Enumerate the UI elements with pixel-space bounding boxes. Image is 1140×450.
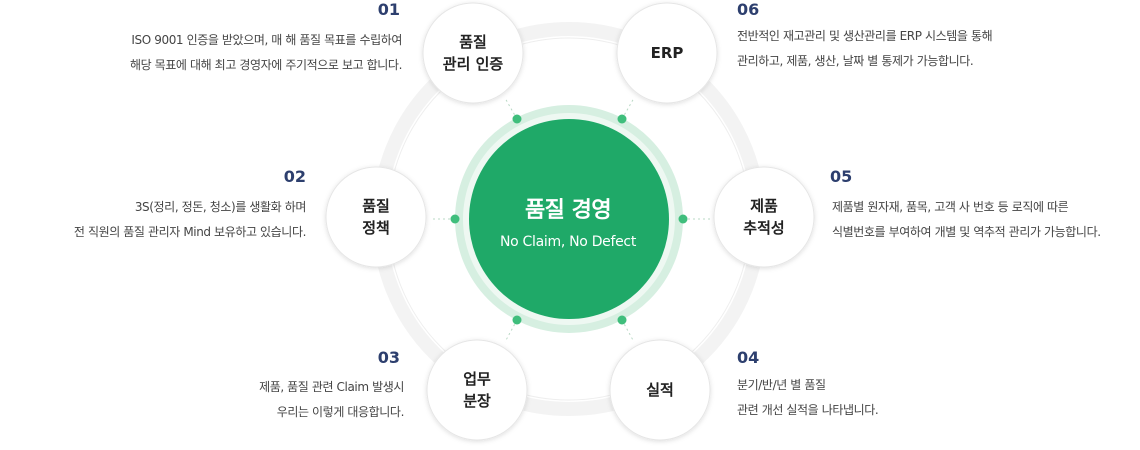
ring-dot-01: [512, 114, 522, 124]
item-desc-04: 분기/반/년 별 품질 관련 개선 실적을 나타냅니다.: [737, 373, 1057, 423]
center-subtitle: No Claim, No Defect: [499, 234, 637, 250]
item-desc-01: ISO 9001 인증을 받았으며, 매 해 품질 목표를 수립하여 해당 목표…: [42, 28, 402, 78]
item-desc-05: 제품별 원자재, 품목, 고객 사 번호 등 로직에 따른 식별번호를 부여하여…: [832, 195, 1138, 245]
center-circle: [469, 119, 669, 319]
ring-dot-02: [450, 214, 460, 224]
item-number-05: 05: [830, 167, 853, 186]
item-desc-06-line1: 전반적인 재고관리 및 생산관리를 ERP 시스템을 통해: [737, 29, 993, 43]
node-label-06: ERP: [650, 44, 684, 62]
item-number-03: 03: [377, 348, 400, 367]
item-desc-02: 3S(정리, 정돈, 청소)를 생활화 하며 전 직원의 품질 관리자 Mind…: [0, 195, 306, 245]
node-label-03: 업무 분장: [463, 370, 491, 410]
item-desc-04-line2: 관련 개선 실적을 나타냅니다.: [737, 403, 879, 417]
connector-lines: [430, 97, 710, 343]
node-label-05: 제품 추적성: [743, 197, 785, 237]
item-desc-03: 제품, 품질 관련 Claim 발생시 우리는 이렇게 대응합니다.: [84, 375, 404, 425]
item-desc-01-line2: 해당 목표에 대해 최고 경영자에 주기적으로 보고 합니다.: [129, 58, 402, 72]
item-number-02: 02: [283, 167, 306, 186]
item-number-04: 04: [737, 348, 760, 367]
item-desc-02-line2: 전 직원의 품질 관리자 Mind 보유하고 있습니다.: [73, 225, 306, 239]
item-desc-05-line1: 제품별 원자재, 품목, 고객 사 번호 등 로직에 따른: [832, 200, 1069, 214]
item-desc-05-line2: 식별번호를 부여하여 개별 및 역추적 관리가 가능합니다.: [832, 225, 1101, 239]
node-label-02: 품질 정책: [362, 197, 390, 237]
center-title: 품질 경영: [524, 198, 612, 223]
item-desc-06-line2: 관리하고, 제품, 생산, 날짜 별 통제가 가능합니다.: [737, 54, 974, 68]
node-circle-01: [422, 2, 524, 104]
connector-01: [504, 97, 518, 120]
item-number-06: 06: [737, 0, 760, 19]
node-circle-02: [325, 166, 427, 268]
connector-04: [621, 319, 635, 343]
ring-dot-06: [617, 114, 627, 124]
item-desc-02-line1: 3S(정리, 정돈, 청소)를 생활화 하며: [134, 200, 307, 214]
node-label-04: 실적: [646, 381, 674, 399]
node-label-01: 품질 관리 인증: [442, 33, 504, 73]
node-circle-04: [609, 339, 711, 441]
item-desc-03-line2: 우리는 이렇게 대응합니다.: [276, 405, 405, 419]
node-circle-03: [426, 339, 528, 441]
item-number-01: 01: [377, 0, 400, 19]
item-desc-01-line1: ISO 9001 인증을 받았으며, 매 해 품질 목표를 수립하여: [131, 33, 402, 47]
item-desc-03-line1: 제품, 품질 관련 Claim 발생시: [259, 380, 404, 394]
connector-06: [621, 97, 635, 120]
node-circle-05: [713, 166, 815, 268]
node-circle-06: [616, 2, 718, 104]
ring-dot-03: [512, 315, 522, 325]
ring-dot-05: [678, 214, 688, 224]
ring-dot-04: [617, 315, 627, 325]
item-desc-06: 전반적인 재고관리 및 생산관리를 ERP 시스템을 통해 관리하고, 제품, …: [737, 24, 1097, 74]
node-circles: [325, 2, 815, 441]
ring-dots: [450, 114, 688, 325]
connector-03: [504, 319, 518, 343]
item-desc-04-line1: 분기/반/년 별 품질: [737, 378, 826, 392]
